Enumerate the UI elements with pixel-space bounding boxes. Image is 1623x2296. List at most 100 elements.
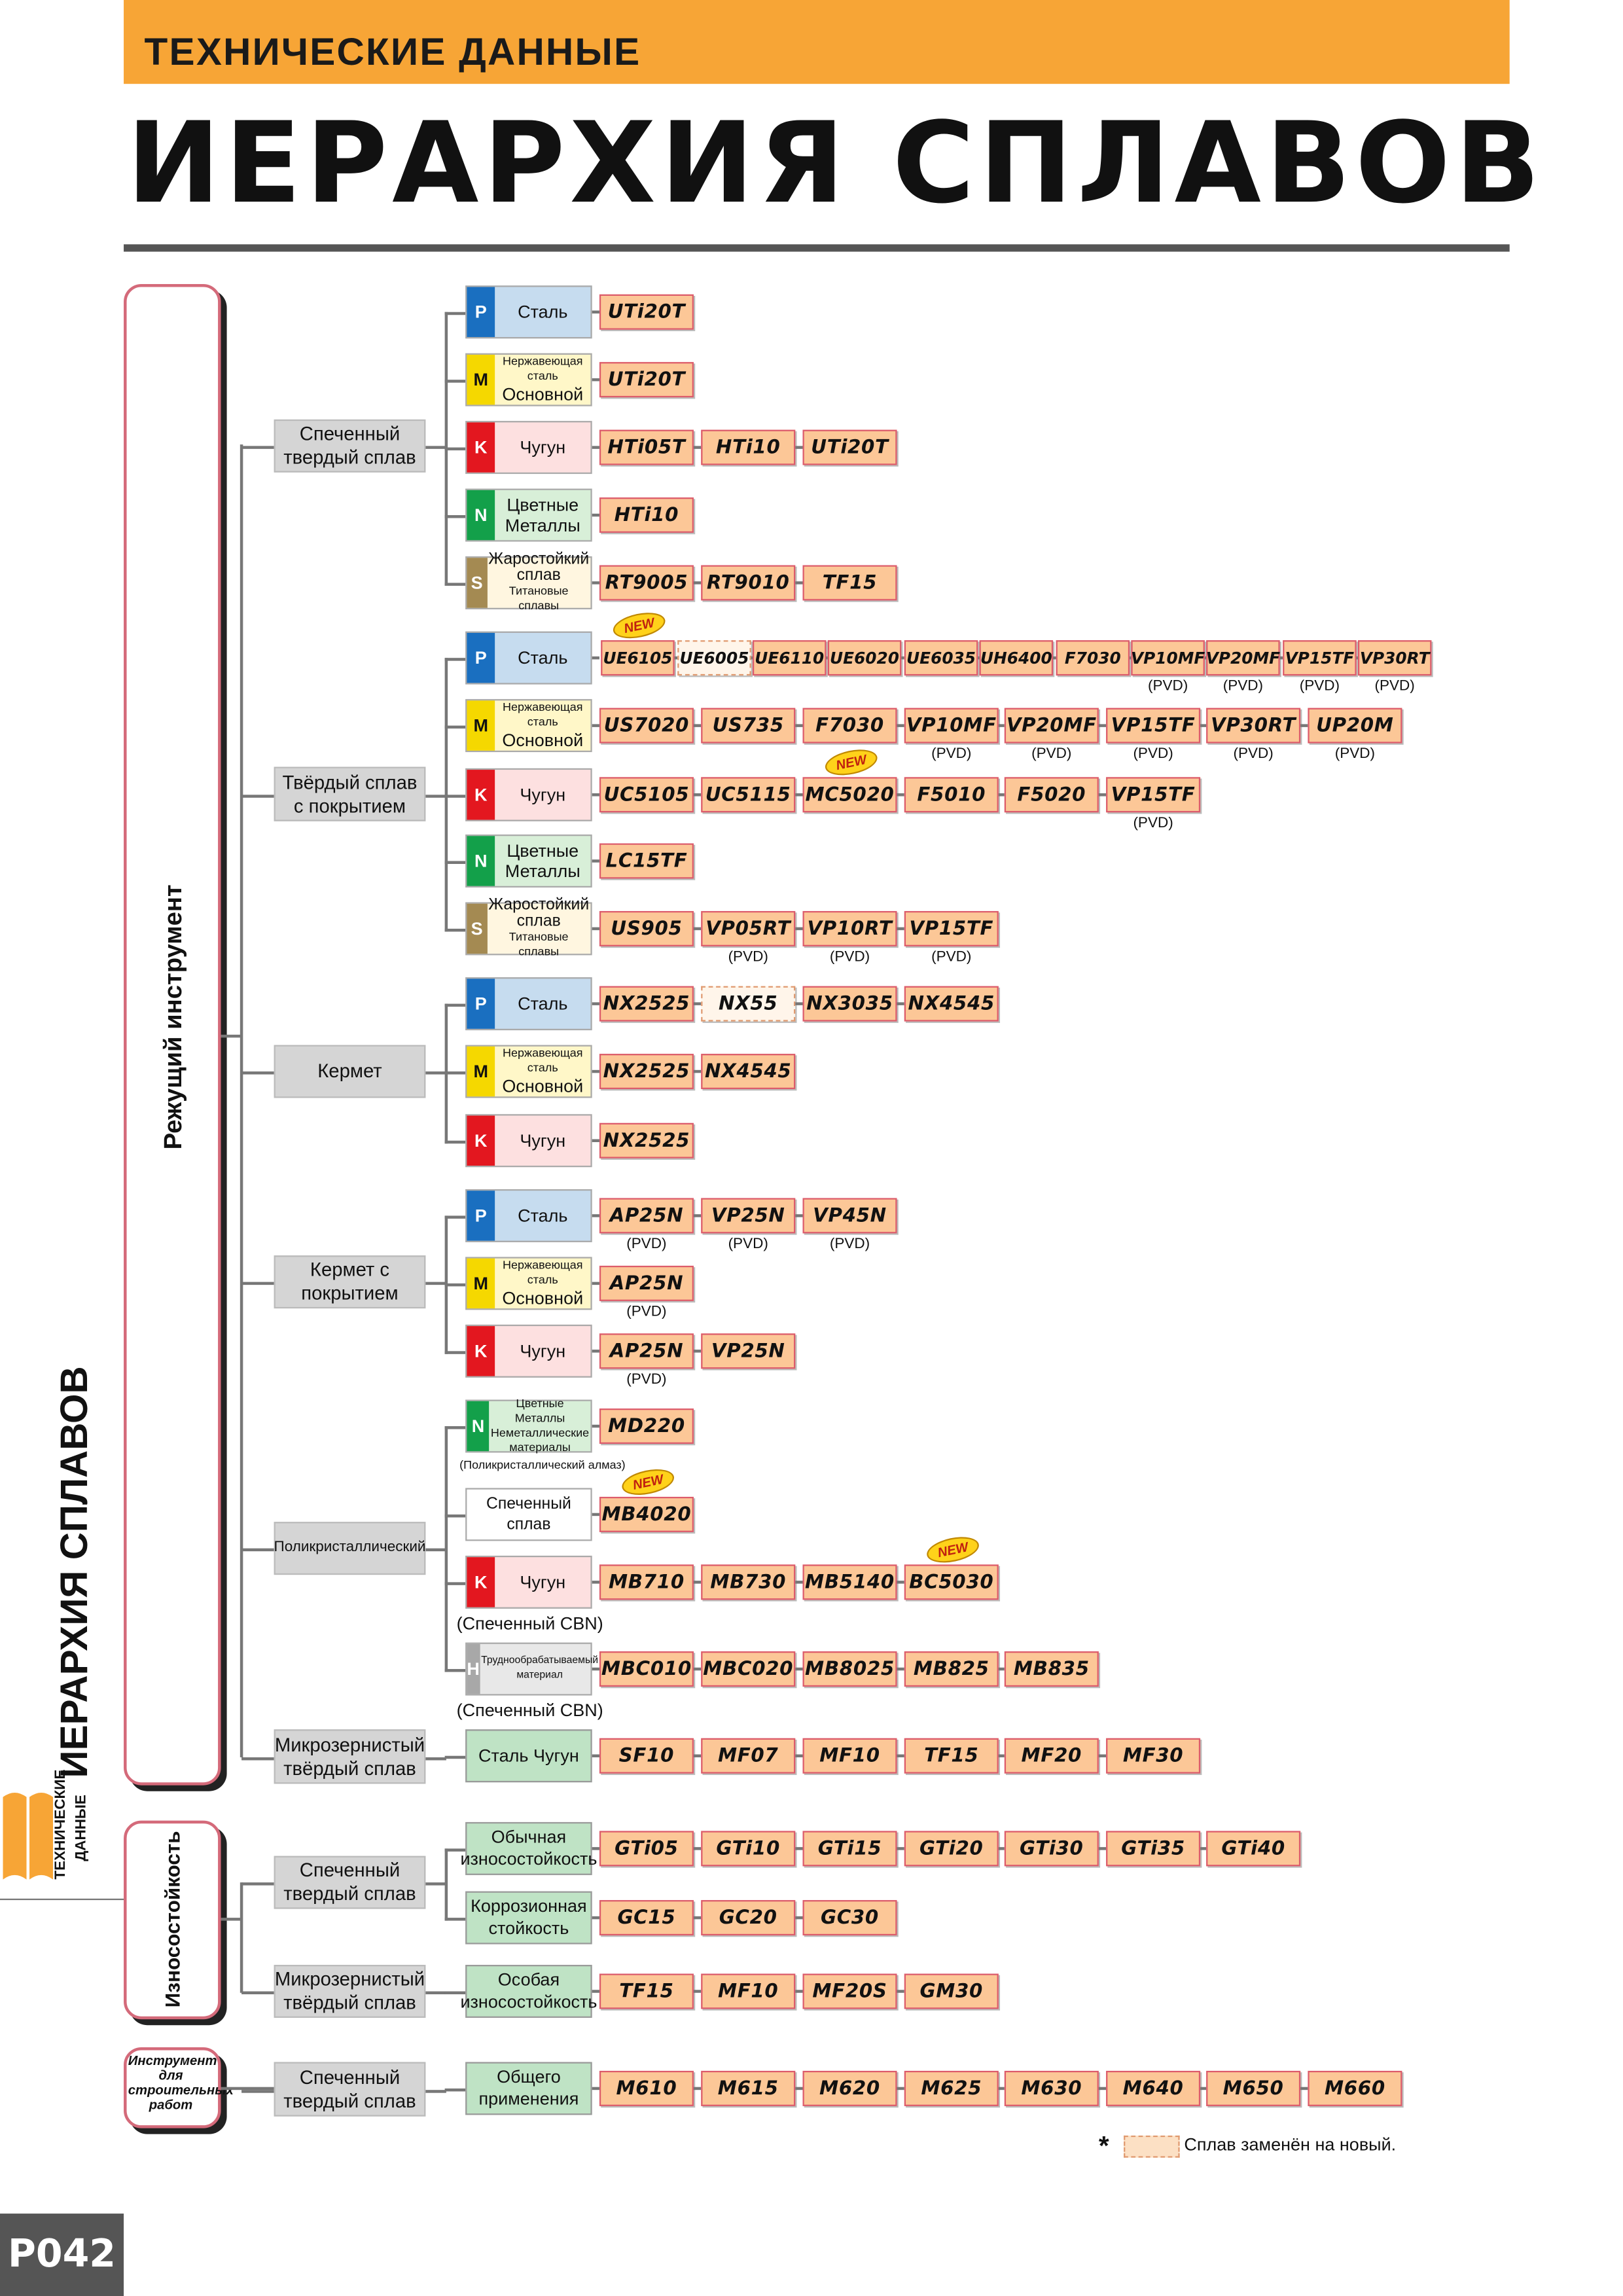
tree-line [425,1071,446,1075]
poly-diamond-note: (Поликристаллический алмаз) [459,1458,626,1472]
tree-line [693,927,702,931]
material-label-stainless-top: Нержавеющая сталь [503,1258,583,1287]
tree-line [592,724,599,727]
grade-lc15tf: LC15TF [599,843,694,879]
iso-letter-k: K [467,422,495,473]
material-label: Цветные Металлы [495,836,590,886]
category-cermet: Кермет [274,1045,426,1098]
grade-f5010: F5010 [904,777,999,813]
grade-mb5140: MB5140 [802,1564,897,1600]
grade-rt9010: RT9010 [701,565,796,601]
iso-letter-m: M [467,700,495,751]
tree-line [592,1069,599,1073]
material-label-steel: Сталь [518,1205,568,1227]
grade-vp10mf: VP10MF [1131,640,1205,676]
tree-line [693,793,702,797]
grade-gc30: GC30 [802,1900,897,1936]
tree-line [592,1350,599,1353]
material-label-steel: Сталь [518,647,568,668]
tree-line [751,656,753,660]
material-label-cast-iron: Чугун [520,1571,566,1593]
tree-line [795,581,803,584]
grade-hti10: HTi10 [701,429,796,465]
grade-mc5020: MC5020 [802,777,897,813]
grade-us7020: US7020 [599,708,694,744]
grade-ue6110: UE6110 [752,640,827,676]
material-label-poly-sintered: Спеченный сплав [486,1495,571,1534]
grade-gti15: GTi15 [802,1831,897,1867]
tree-line [795,1847,803,1850]
tree-line [444,1426,466,1429]
grade-mb835: MB835 [1004,1651,1099,1687]
grade-gti20: GTi20 [904,1831,999,1867]
tree-line [693,1214,702,1217]
tree-line [1200,1847,1207,1850]
tree-line [444,1514,466,1518]
legend-swatch [1124,2135,1180,2158]
tree-line [897,927,904,931]
grade-ue6020: UE6020 [827,640,902,676]
material-label: Труднообрабатываемый материал [480,1644,599,1694]
book-icon [3,1792,54,1880]
grade-nx3035: NX3035 [802,986,897,1022]
grade-us735: US735 [701,708,796,744]
tree-line [1204,656,1207,660]
grade-f7030: F7030 [802,708,897,744]
grade-m620: M620 [802,2070,897,2106]
tree-line [1200,724,1207,727]
side-tab-line1: ТЕХНИЧЕСКИЕ [53,1769,69,1880]
category-wear-sintered: Спеченный твердый сплав [274,1856,426,1909]
tree-line [693,1990,702,1993]
iso-letter-k: K [467,1557,495,1607]
tree-line [897,1667,904,1671]
material-label-stainless-top: Нержавеющая сталь [503,354,583,383]
grade-nx4545: NX4545 [701,1054,796,1090]
material-label-stainless-bottom: Основной [502,730,584,751]
tree-line [693,1002,702,1005]
cbn-note: (Спеченный CBN) [456,1613,603,1634]
grade-sf10: SF10 [599,1738,694,1774]
tree-line [425,1282,446,1285]
tree-line [1098,793,1107,797]
tree-line [241,1282,274,1285]
iso-letter-h: H [467,1643,480,1695]
grade-us905: US905 [599,910,694,946]
tree-line [693,1350,702,1353]
material-label: Чугун [495,1326,590,1376]
page-title: ИЕРАРХИЯ СПЛАВОВ [126,97,1545,228]
tree-line [425,1756,446,1760]
tree-line [444,1140,466,1144]
group-construction [124,2047,221,2128]
tree-line [444,795,466,798]
grade-tf15: TF15 [599,1973,694,2009]
tree-line [425,2089,446,2092]
iso-letter-n: N [467,490,495,541]
tree-line [693,1667,702,1671]
grade-f5020: F5020 [1004,777,1099,813]
tree-line [998,724,1005,727]
material-label-stainless-top: Нержавеющая сталь [503,700,583,729]
pvd-note: (PVD) [829,949,870,966]
tree-line [693,1847,702,1850]
material-label-stainless-top: Нержавеющая сталь [503,1046,583,1075]
tree-line [241,1756,274,1760]
tree-line [241,794,274,797]
grade-mf20s: MF20S [802,1973,897,2009]
tree-line [795,793,803,797]
material-label-cast-iron: Чугун [520,1130,566,1151]
grade-uti20t: UTi20T [802,429,897,465]
grade-m625: M625 [904,2070,999,2106]
tree-line [444,312,466,315]
grade-m630: M630 [1004,2070,1099,2106]
label-micro-steel-iron: Сталь Чугун [465,1729,592,1783]
title-divider [124,244,1510,252]
tree-line [592,1002,599,1005]
grade-f7030: F7030 [1056,640,1130,676]
grade-rt9005: RT9005 [599,565,694,601]
tree-line [1200,2087,1207,2090]
